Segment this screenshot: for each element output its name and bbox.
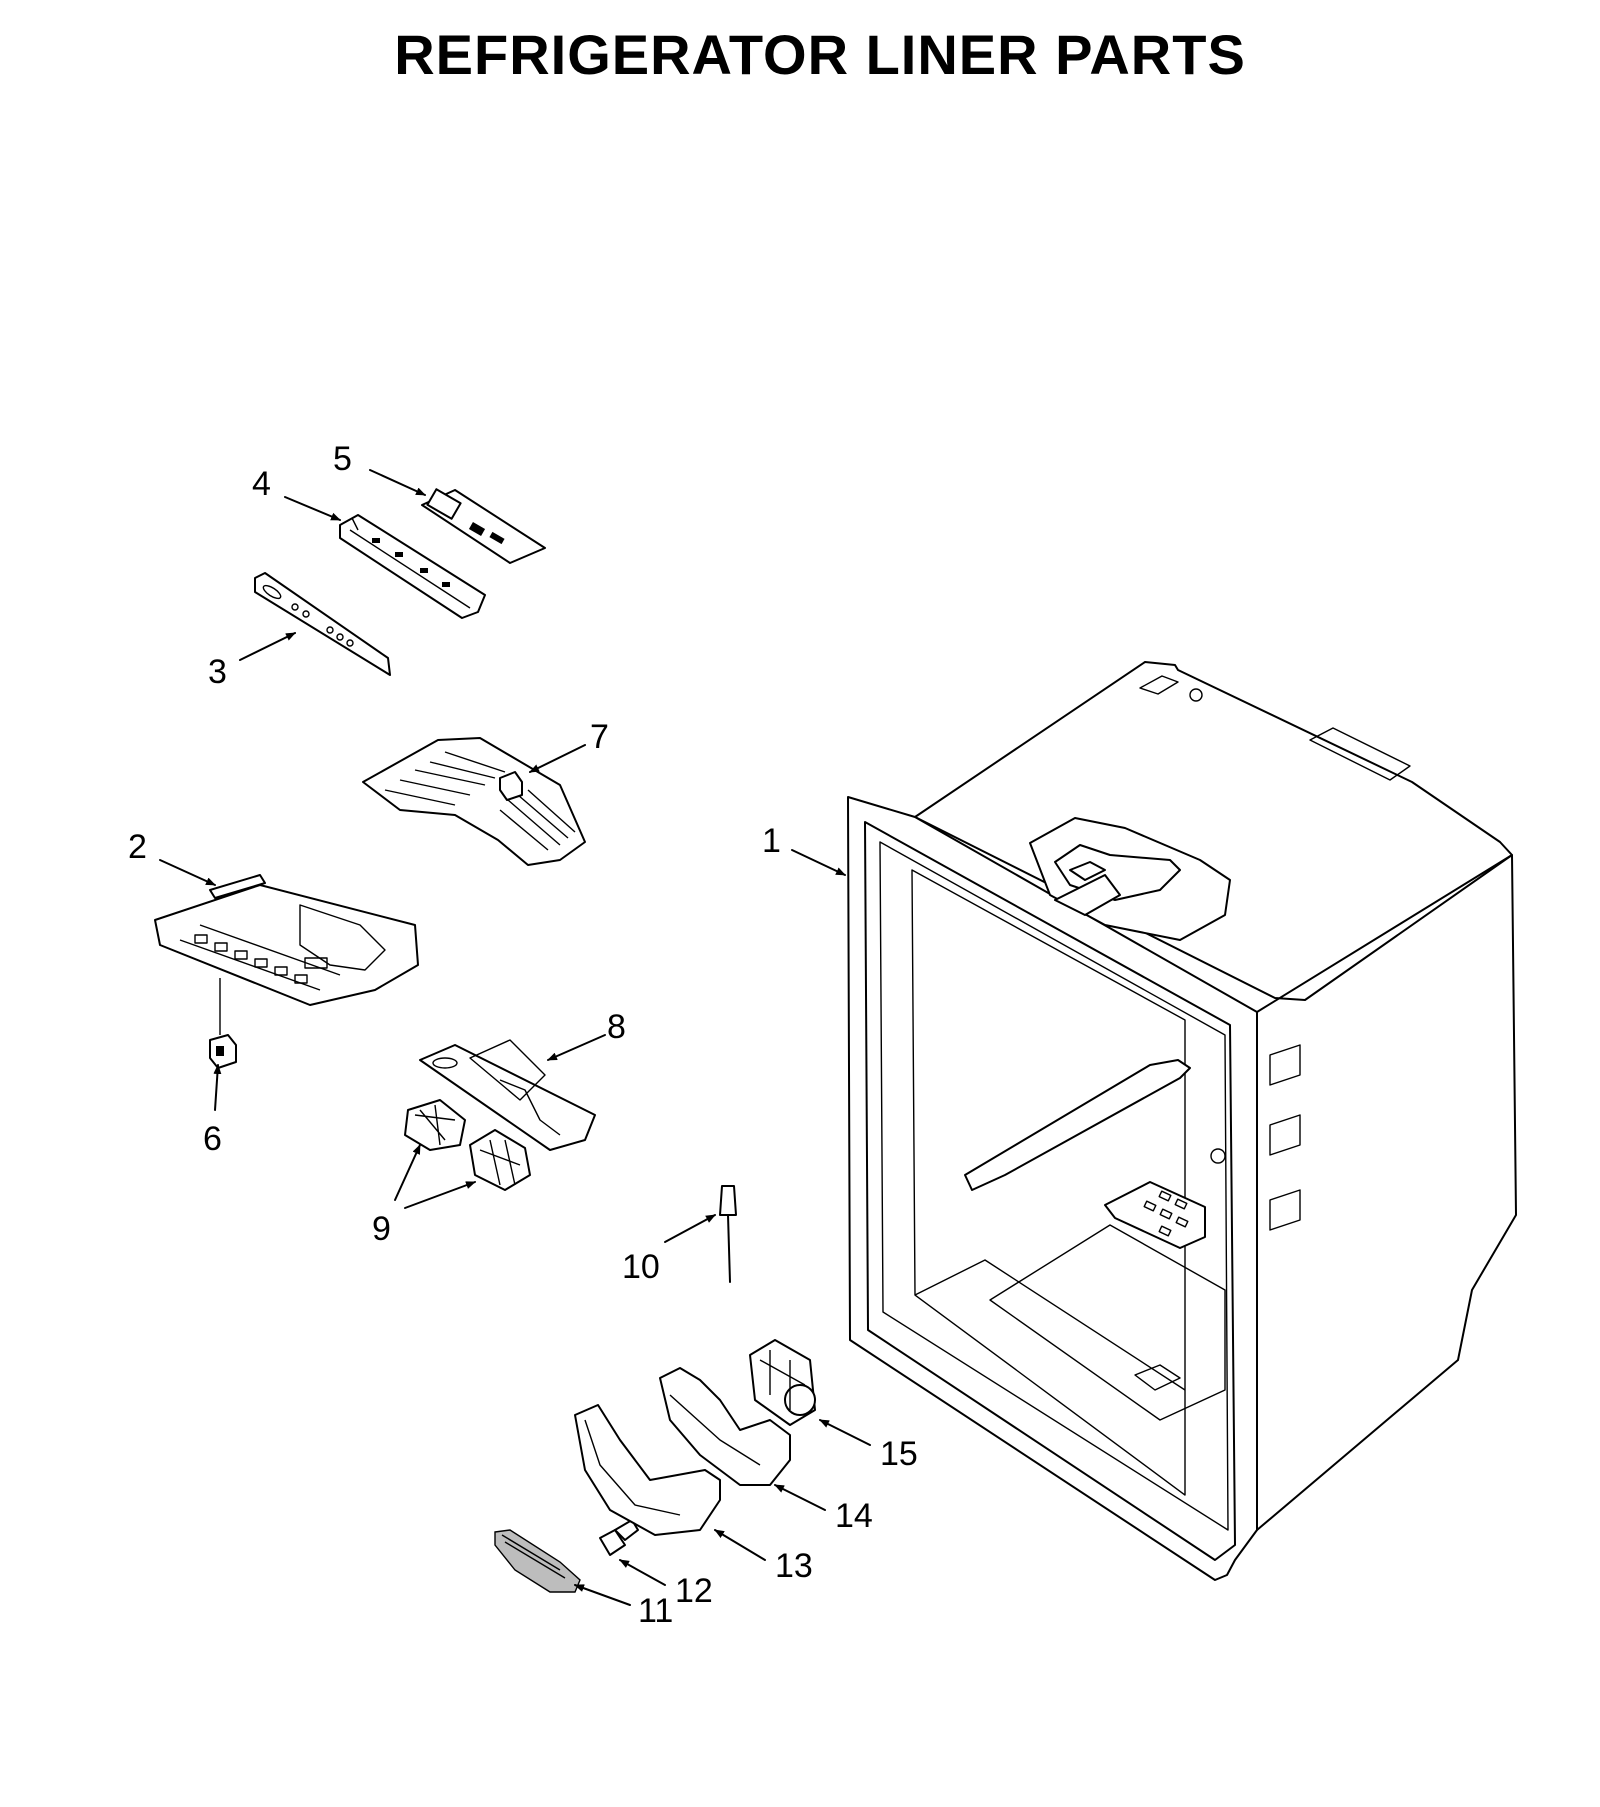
part-5-control-board[interactable]	[421, 488, 546, 564]
callout-2: 2	[128, 828, 147, 866]
part-14-housing[interactable]	[659, 1367, 791, 1486]
callout-12: 12	[675, 1572, 713, 1610]
callout-15: 15	[880, 1435, 918, 1473]
callout-arrows	[159, 469, 871, 1606]
part-7-diffuser[interactable]	[362, 737, 586, 866]
callout-11: 11	[638, 1592, 673, 1630]
part-11-trim[interactable]	[494, 1529, 581, 1593]
part-9-damper-left[interactable]	[404, 1099, 466, 1151]
callout-6: 6	[203, 1120, 222, 1158]
callout-5: 5	[333, 440, 352, 478]
part-3-overlay[interactable]	[254, 572, 391, 676]
callout-13: 13	[775, 1547, 813, 1585]
part-1-liner[interactable]	[847, 661, 1517, 1581]
callout-labels: 1 2 3 4 5 6 7 8 9 10 11 12 13 14 15	[128, 440, 918, 1630]
part-2-control-housing[interactable]	[154, 874, 419, 1006]
part-4-ui-bracket[interactable]	[339, 514, 486, 619]
callout-3: 3	[208, 653, 227, 691]
part-13-cover[interactable]	[574, 1404, 721, 1536]
callout-1: 1	[762, 822, 781, 860]
callout-14: 14	[835, 1497, 873, 1535]
callout-10: 10	[622, 1248, 660, 1286]
part-8-damper-housing[interactable]	[419, 1039, 596, 1151]
callout-7: 7	[590, 718, 609, 756]
page-title: REFRIGERATOR LINER PARTS	[394, 23, 1246, 86]
part-15-motor[interactable]	[749, 1339, 816, 1426]
part-9-damper-right[interactable]	[469, 1129, 531, 1191]
part-10-sensor[interactable]	[719, 1185, 737, 1283]
part-6-switch[interactable]	[209, 978, 237, 1069]
part-12-screw[interactable]	[599, 1519, 639, 1556]
callout-4: 4	[252, 465, 271, 503]
callout-8: 8	[607, 1008, 626, 1046]
callout-9: 9	[372, 1210, 391, 1248]
